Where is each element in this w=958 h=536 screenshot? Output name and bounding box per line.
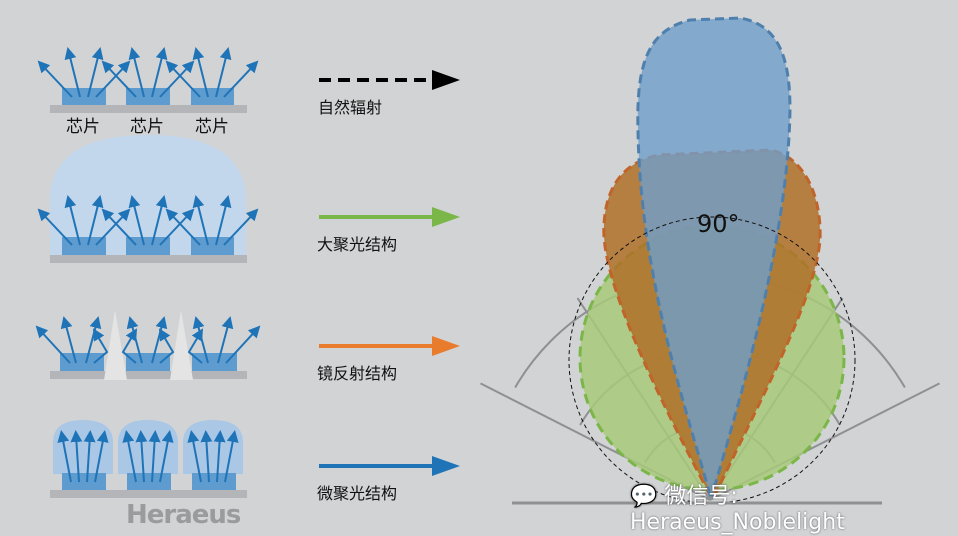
ray-arrow (223, 60, 259, 98)
reflected-ray (187, 328, 204, 364)
ray-arrow (37, 208, 73, 246)
ray-arrow (165, 208, 201, 246)
legend-arrows (319, 70, 460, 476)
polar-plot (480, 16, 940, 505)
chip-label: 芯片 (195, 117, 229, 137)
ray-arrow (87, 195, 104, 246)
large-lens-illustration (37, 135, 259, 263)
ray-arrow (225, 325, 261, 364)
natural-radiation-illustration (37, 47, 259, 113)
chip-label: 芯片 (66, 117, 100, 137)
legend-natural-radiation: 自然辐射 (318, 98, 383, 117)
chip-label: 芯片 (130, 117, 164, 137)
ray-arrow (151, 47, 168, 98)
ray-arrow (224, 430, 239, 483)
ray-arrow (187, 430, 202, 483)
ray-arrow (95, 60, 131, 98)
ray-arrow (128, 47, 145, 98)
watermark-text: 微信号: Heraeus_Noblelight (630, 484, 845, 535)
ray-arrow (101, 60, 137, 98)
legend-micro-lens: 微聚光结构 (317, 484, 398, 503)
ray-arrow (83, 430, 96, 483)
ray-arrow (60, 316, 77, 364)
wechat-icon: 💬 (630, 484, 665, 509)
ray-arrow (151, 195, 168, 246)
reflected-ray (92, 328, 109, 364)
ray-arrow (200, 430, 213, 483)
reflector-illustration (35, 310, 261, 380)
watermark: 💬 微信号: Heraeus_Noblelight (630, 478, 958, 535)
chip (192, 473, 236, 490)
chip (127, 473, 171, 490)
micro-lens-illustration (50, 420, 247, 498)
ray-arrow (64, 47, 81, 98)
reflected-ray (158, 328, 175, 364)
ray-arrow (35, 325, 71, 364)
ray-arrow (159, 60, 195, 98)
ray-arrow (213, 430, 226, 483)
ray-arrow (70, 430, 83, 483)
ray-arrow (159, 430, 174, 483)
angle-label: 90° (697, 210, 740, 238)
ray-arrow (94, 430, 109, 483)
ray-arrow (64, 195, 81, 246)
ray-arrow (159, 208, 195, 246)
ray-arrow (192, 47, 209, 98)
legend-reflector: 镜反射结构 (317, 364, 398, 383)
ray-arrow (85, 316, 102, 364)
ray-arrow (135, 430, 148, 483)
ray-arrow (148, 430, 161, 483)
ray-arrow (217, 316, 234, 364)
reflected-ray (121, 328, 138, 364)
ray-arrow (95, 208, 131, 246)
ray-arrow (128, 195, 145, 246)
legend-large-lens: 大聚光结构 (317, 235, 398, 254)
micro-lens (53, 420, 113, 474)
brand-logo: Heraeus (126, 500, 241, 530)
ray-arrow (57, 430, 72, 483)
ray-arrow (215, 47, 232, 98)
ray-arrow (192, 195, 209, 246)
ray-arrow (122, 430, 137, 483)
ray-arrow (165, 60, 201, 98)
micro-lens (183, 420, 243, 474)
ray-arrow (37, 60, 73, 98)
ray-arrow (215, 195, 232, 246)
ray-arrow (151, 316, 168, 364)
ray-arrow (101, 208, 137, 246)
micro-lens (118, 420, 178, 474)
ray-arrow (223, 208, 259, 246)
ray-arrow (87, 47, 104, 98)
chip (62, 473, 106, 490)
